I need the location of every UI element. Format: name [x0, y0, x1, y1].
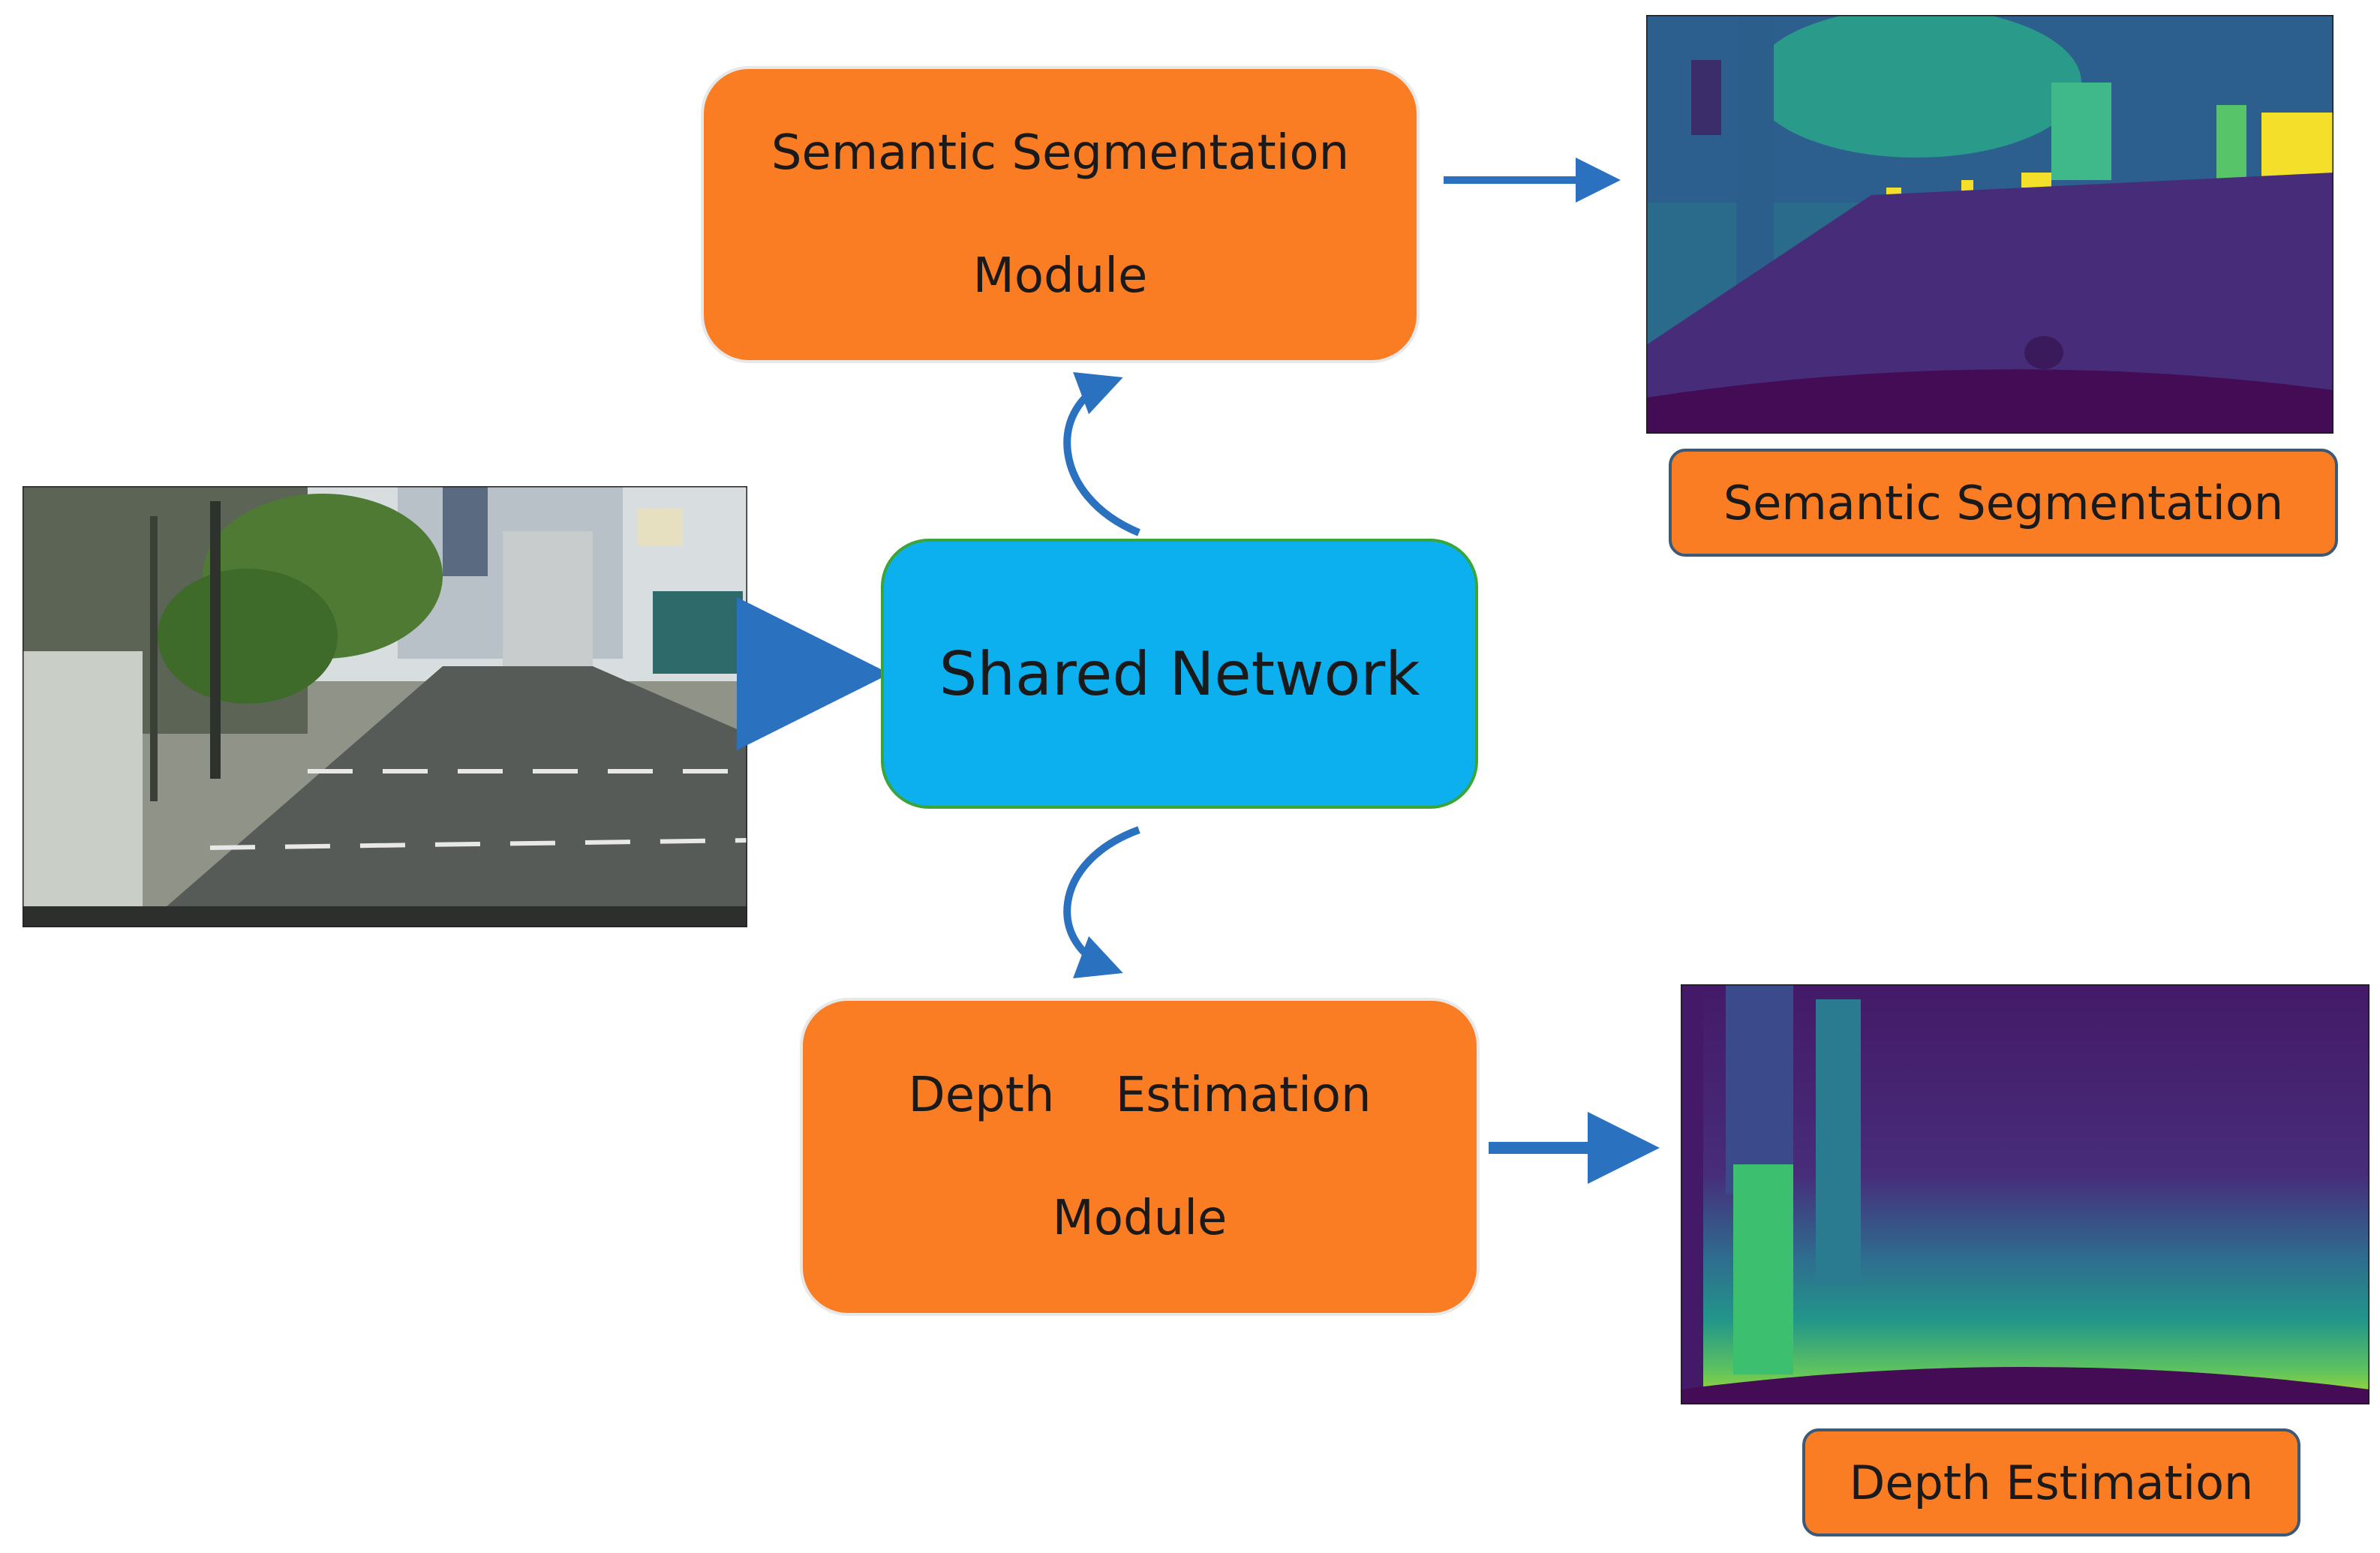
- shared-to-depth-module-arrow: [1063, 826, 1140, 978]
- semantic-segmentation-module: Semantic Segmentation Module: [701, 66, 1420, 363]
- depth-module-line1: Depth Estimation: [908, 1068, 1372, 1123]
- segmentation-output-map: [1646, 15, 2333, 434]
- shared-network-module: Shared Network: [881, 539, 1478, 809]
- input-street-photo: [23, 486, 747, 927]
- seg-module-line2: Module: [972, 248, 1148, 304]
- depth-module-line2: Module: [1052, 1191, 1228, 1246]
- depth-estimation-module: Depth Estimation Module: [800, 998, 1480, 1316]
- shared-network-label: Shared Network: [939, 638, 1420, 709]
- seg-module-line1: Semantic Segmentation: [771, 125, 1350, 181]
- depth-estimation-output-label: Depth Estimation: [1802, 1428, 2300, 1536]
- semantic-segmentation-output-label: Semantic Segmentation: [1669, 449, 2338, 557]
- depth-output-map: [1681, 984, 2369, 1404]
- shared-to-seg-module-arrow: [1063, 372, 1140, 536]
